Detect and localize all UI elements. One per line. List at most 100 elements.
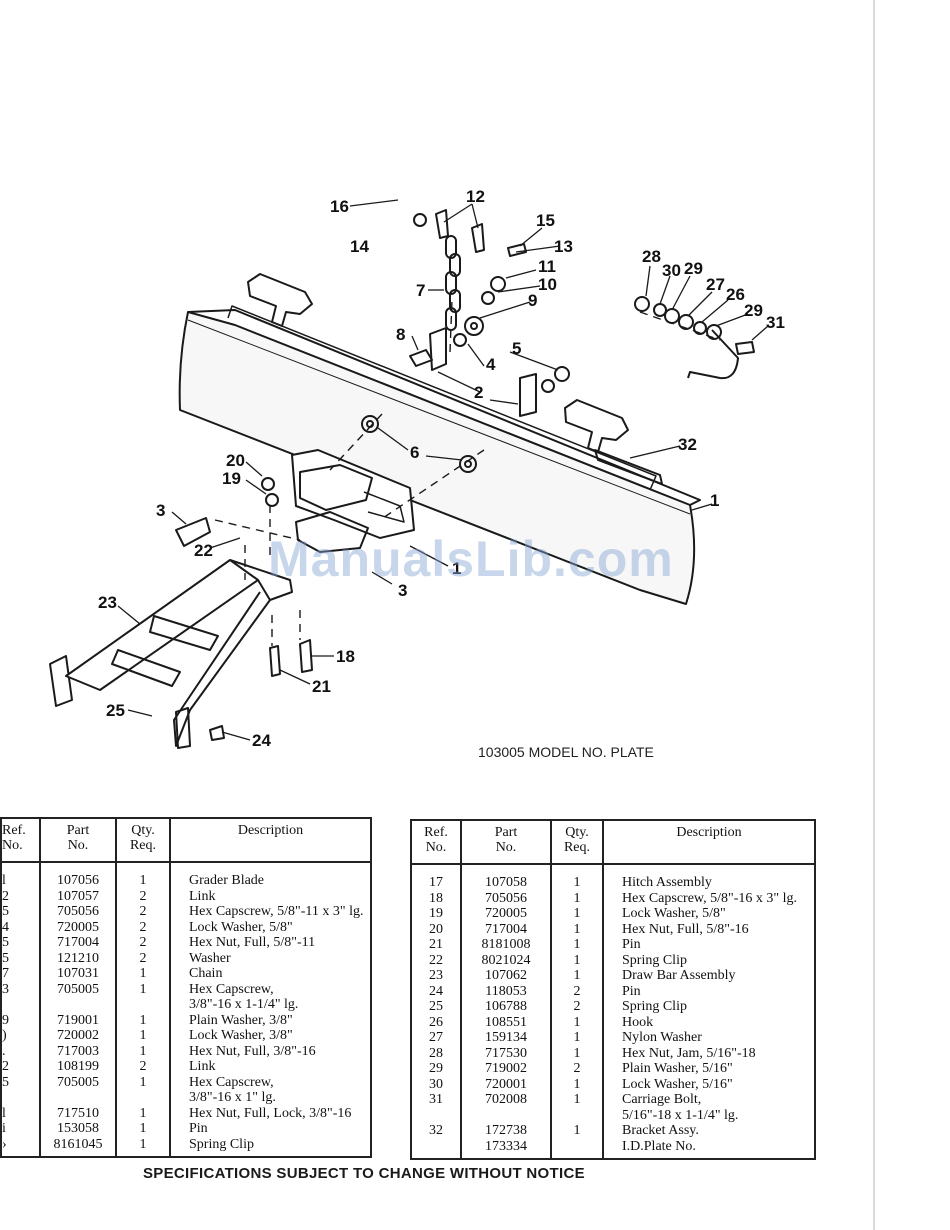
cell-part: 717530 — [460, 1045, 552, 1061]
cell-desc: Plain Washer, 5/16" — [602, 1061, 816, 1077]
cell-ref: 5 — [0, 1074, 41, 1090]
model-plate-label: 103005 MODEL NO. PLATE — [478, 744, 654, 760]
header-ref: Ref.No. — [0, 817, 41, 863]
cell-ref: 5 — [0, 904, 41, 920]
cell-desc: I.D.Plate No. — [602, 1138, 816, 1160]
cell-part: 720002 — [39, 1028, 117, 1044]
cell-part — [39, 997, 117, 1013]
callout-18: 18 — [336, 647, 355, 666]
cell-ref: 5 — [0, 950, 41, 966]
header-desc: Description — [169, 817, 372, 863]
callout-22: 22 — [194, 541, 213, 560]
cell-desc: Hex Nut, Full, Lock, 3/8"-16 — [169, 1105, 372, 1121]
callout-20: 20 — [226, 451, 245, 470]
callout-30: 30 — [662, 261, 681, 280]
exploded-parts-diagram: 1612151413111079283029272629318542321206… — [49, 187, 785, 750]
cell-qty: 1 — [550, 1045, 604, 1061]
cell-desc: Pin — [602, 983, 816, 999]
callout-4: 4 — [486, 355, 496, 374]
cell-ref: 7 — [0, 966, 41, 982]
callout-12: 12 — [466, 187, 485, 206]
cell-desc: Hex Nut, Full, 3/8"-16 — [169, 1043, 372, 1059]
cell-part: 172738 — [460, 1123, 552, 1139]
callout-7: 7 — [416, 281, 425, 300]
cell-qty: 2 — [550, 999, 604, 1015]
cell-part — [460, 1107, 552, 1123]
cell-qty: 1 — [115, 981, 171, 997]
cell-desc: Lock Washer, 5/8" — [602, 906, 816, 922]
cell-qty: 1 — [550, 1030, 604, 1046]
callout-9: 9 — [528, 291, 537, 310]
cell-part: 153058 — [39, 1121, 117, 1137]
cell-qty: 1 — [115, 862, 171, 889]
cell-part: 720001 — [460, 1076, 552, 1092]
hook-drawing — [687, 329, 739, 380]
cell-ref — [410, 1107, 462, 1123]
header-ref: Ref.No. — [410, 819, 462, 865]
cell-qty: 1 — [550, 864, 604, 891]
header-qty: Qty.Req. — [115, 817, 171, 863]
cell-qty: 2 — [115, 1059, 171, 1075]
callout-15: 15 — [536, 211, 555, 230]
page-edge-line — [873, 0, 875, 1230]
callout-31: 31 — [766, 313, 785, 332]
cell-part: 8021024 — [460, 952, 552, 968]
callout-25: 25 — [106, 701, 125, 720]
cell-part: 717004 — [39, 935, 117, 951]
cell-desc: Spring Clip — [169, 1136, 372, 1158]
cell-desc: Hitch Assembly — [602, 864, 816, 891]
cell-part: 705056 — [460, 890, 552, 906]
cell-ref: 26 — [410, 1014, 462, 1030]
cell-desc: Carriage Bolt, — [602, 1092, 816, 1108]
callout-32: 32 — [678, 435, 697, 454]
cell-ref: 5 — [0, 935, 41, 951]
draw-bar-drawing — [49, 559, 293, 749]
cell-part: 118053 — [460, 983, 552, 999]
cell-part: 720005 — [39, 919, 117, 935]
cell-part: 121210 — [39, 950, 117, 966]
callout-3: 3 — [398, 581, 407, 600]
callout-19: 19 — [222, 469, 241, 488]
cell-ref: l — [0, 862, 41, 889]
cell-ref: 28 — [410, 1045, 462, 1061]
cell-ref: 30 — [410, 1076, 462, 1092]
assembly-lines — [214, 299, 721, 646]
callout-10: 10 — [538, 275, 557, 294]
cell-part: 705056 — [39, 904, 117, 920]
cell-desc: Grader Blade — [169, 862, 372, 889]
callout-16: 16 — [330, 197, 349, 216]
cell-part: 702008 — [460, 1092, 552, 1108]
callout-23: 23 — [98, 593, 117, 612]
watermark: ManualsLib.com — [268, 531, 674, 587]
cell-part: 107056 — [39, 862, 117, 889]
cell-desc: Lock Washer, 5/16" — [602, 1076, 816, 1092]
cell-qty: 1 — [550, 1092, 604, 1108]
cell-ref: 29 — [410, 1061, 462, 1077]
cell-qty: 1 — [550, 906, 604, 922]
cell-desc: Hex Nut, Full, 5/8"-11 — [169, 935, 372, 951]
cell-qty — [115, 1090, 171, 1106]
cell-qty — [550, 1107, 604, 1123]
cell-desc: Hex Capscrew, — [169, 981, 372, 997]
cell-ref: 22 — [410, 952, 462, 968]
cell-qty: 1 — [115, 1074, 171, 1090]
cell-desc: Lock Washer, 3/8" — [169, 1028, 372, 1044]
callout-26: 26 — [726, 285, 745, 304]
cell-part: 106788 — [460, 999, 552, 1015]
callout-1: 1 — [452, 559, 461, 578]
callout-2: 2 — [474, 383, 483, 402]
